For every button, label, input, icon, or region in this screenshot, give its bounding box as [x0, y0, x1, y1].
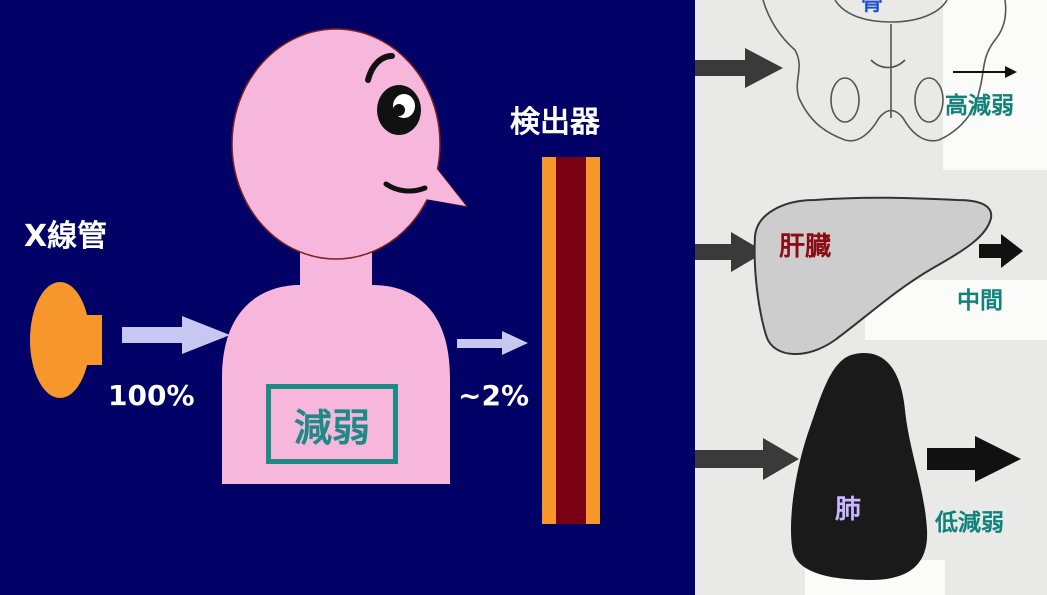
- intermediate-label: 中間: [957, 288, 1003, 314]
- liver-output-arrow-icon: [979, 234, 1023, 268]
- bone-label: 骨: [861, 0, 884, 16]
- xray-tube-icon: [30, 282, 102, 398]
- lung-label: 肺: [835, 495, 862, 525]
- lung-output-arrow-icon: [927, 436, 1021, 482]
- tissue-attenuation-panel: 骨 高減弱 肝臓 中間 肺 低減弱: [695, 0, 1047, 595]
- attenuation-box: 減弱: [266, 384, 398, 464]
- pelvis-bone-icon: [762, 0, 1007, 142]
- high-attenuation-label: 高減弱: [945, 93, 1014, 119]
- liver-label: 肝臓: [779, 232, 832, 262]
- liver-incident-arrow-icon: [695, 232, 765, 272]
- output-percent-label: ~2%: [458, 379, 529, 412]
- lung-incident-arrow-icon: [695, 438, 799, 480]
- input-percent-label: 100%: [108, 379, 195, 412]
- tissue-graphics: [695, 0, 1023, 580]
- bone-output-arrow-icon: [953, 66, 1017, 78]
- diagram-graphics: [30, 28, 600, 524]
- low-attenuation-label: 低減弱: [935, 510, 1004, 536]
- liver-icon: [753, 196, 993, 355]
- detector-icon: [542, 157, 600, 524]
- lung-icon: [790, 353, 928, 580]
- transmitted-arrow-icon: [457, 331, 528, 355]
- bone-incident-arrow-icon: [695, 48, 783, 88]
- xray-attenuation-diagram: X線管 検出器 100% ~2% 減弱: [24, 28, 600, 524]
- detector-label: 検出器: [510, 105, 600, 140]
- label-background: [943, 0, 1047, 170]
- xray-tube-label: X線管: [24, 219, 108, 254]
- incident-arrow-icon: [122, 316, 230, 354]
